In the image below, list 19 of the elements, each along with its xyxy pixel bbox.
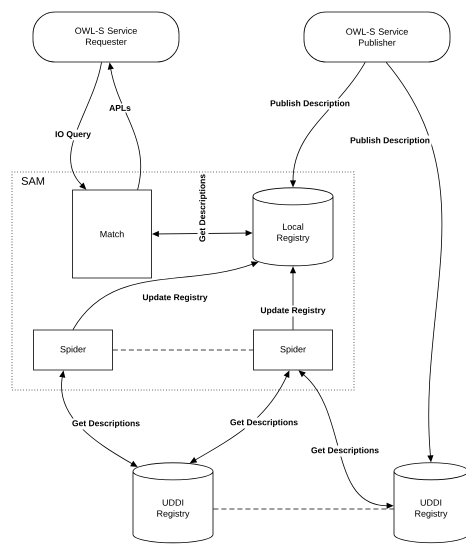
database-cylinder: UDDI Registry xyxy=(394,462,466,544)
edge-label: Update Registry xyxy=(258,306,328,316)
edge-label: APLs xyxy=(108,104,132,112)
edge-label: Get Descriptions xyxy=(228,418,300,428)
edge-label: IO Query xyxy=(54,130,92,140)
database-cylinder: UDDI Registry xyxy=(132,462,214,544)
edge-label: Publish Description xyxy=(348,136,432,146)
process-box: Spider xyxy=(33,330,113,370)
edge-label: Get Descriptions xyxy=(70,418,142,430)
edge-label: Update Registry xyxy=(140,292,210,304)
edge-label: Publish Description xyxy=(268,98,352,110)
edge-label: Get Descriptions xyxy=(310,446,380,456)
process-box: Match xyxy=(72,190,152,278)
process-box: Spider xyxy=(253,330,333,370)
edge-label: Get Descriptions xyxy=(198,172,208,244)
actor-box: OWL-S Service Publisher xyxy=(304,12,450,62)
actor-box: OWL-S Service Requester xyxy=(32,12,180,62)
database-cylinder: Local Registry xyxy=(252,187,334,266)
dashed-line xyxy=(213,508,394,510)
